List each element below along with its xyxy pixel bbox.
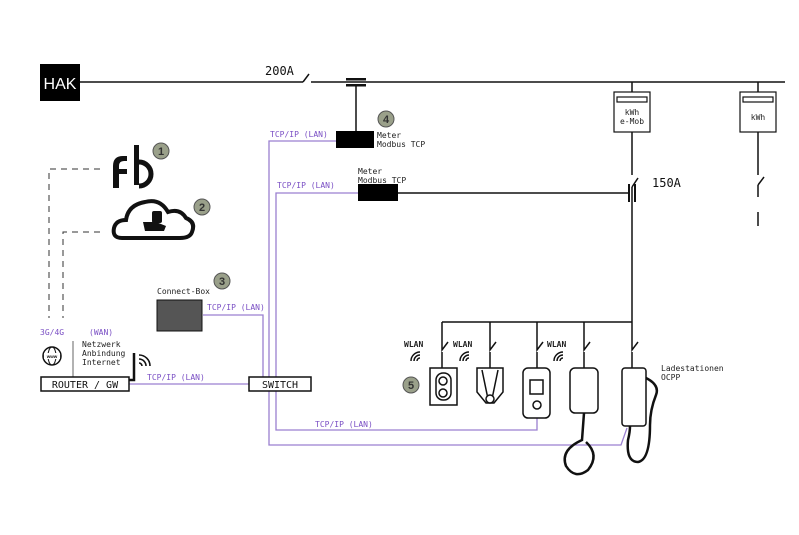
switch-box bbox=[248, 376, 312, 392]
wifi-icon bbox=[459, 351, 470, 362]
connect-box bbox=[156, 299, 203, 332]
lan-label-connect-box: TCP/IP (LAN) bbox=[207, 303, 265, 312]
lan-connect-box bbox=[203, 314, 264, 378]
meter-general-display bbox=[742, 96, 774, 103]
mobile-label: 3G/4G bbox=[40, 328, 64, 337]
ct-top-bar bbox=[346, 78, 366, 81]
badge-1-text: 1 bbox=[158, 146, 164, 158]
wallbox-icon bbox=[429, 367, 458, 406]
router-antenna bbox=[129, 353, 136, 382]
meter-top-line1: Meter bbox=[377, 131, 401, 140]
main-breaker-switch bbox=[302, 73, 310, 83]
meter-general-label: kWh bbox=[751, 113, 766, 122]
sub-breaker-label: 150A bbox=[652, 176, 682, 190]
lan-meter-top-to-station5 bbox=[268, 140, 628, 446]
sub-breaker-switch bbox=[631, 177, 639, 188]
meter-emob-display bbox=[616, 96, 648, 103]
ct-mid-bar-left bbox=[628, 184, 630, 202]
station-feeders bbox=[441, 322, 639, 368]
dashed-link-fb bbox=[48, 168, 100, 318]
meter-top-line2: Modbus TCP bbox=[377, 140, 425, 149]
badge-4 bbox=[377, 110, 395, 128]
connect-box-label: Connect-Box bbox=[157, 287, 210, 296]
ct-mid-bar-right bbox=[634, 184, 636, 202]
lan-label-stations: TCP/IP (LAN) bbox=[315, 420, 373, 429]
lan-wiring bbox=[129, 140, 628, 446]
wlan-label-1: WLAN bbox=[404, 340, 423, 349]
router-box bbox=[40, 376, 130, 392]
router-label: ROUTER / GW bbox=[52, 380, 119, 391]
hak-box bbox=[40, 64, 80, 101]
meter-emob-line1: kWh bbox=[625, 108, 640, 117]
general-switch bbox=[757, 176, 765, 186]
hak-label: HAK bbox=[44, 76, 77, 93]
wifi-icon bbox=[410, 351, 421, 362]
network-line3: Internet bbox=[82, 358, 121, 367]
charging-station-icon bbox=[522, 367, 551, 419]
meter-mid-line2: Modbus TCP bbox=[358, 176, 406, 185]
ct-bottom-bar bbox=[346, 84, 366, 87]
meter-mid-box bbox=[358, 184, 398, 201]
switch-label: SWITCH bbox=[262, 380, 298, 391]
stations-line2: OCPP bbox=[661, 373, 680, 382]
wlan-label-2: WLAN bbox=[453, 340, 472, 349]
lan-meter-mid-to-station3 bbox=[275, 192, 538, 431]
meter-top-box bbox=[336, 131, 374, 148]
svg-text:www: www bbox=[46, 354, 58, 359]
lan-label-router-switch: TCP/IP (LAN) bbox=[147, 373, 205, 382]
network-line1: Netzwerk bbox=[82, 340, 121, 349]
badge-5 bbox=[402, 376, 420, 394]
charging-station-icon bbox=[563, 367, 599, 476]
cloud-database-icon bbox=[111, 199, 196, 240]
badge-1 bbox=[152, 142, 170, 160]
main-breaker-label: 200A bbox=[265, 64, 295, 78]
wlan-label-3: WLAN bbox=[547, 340, 566, 349]
badge-3-text: 3 bbox=[219, 276, 225, 288]
charging-station-icon bbox=[621, 367, 659, 464]
badge-5-text: 5 bbox=[408, 380, 414, 392]
dashed-link-cloud bbox=[62, 231, 100, 318]
lan-label-meter-top: TCP/IP (LAN) bbox=[270, 130, 328, 139]
badge-4-text: 4 bbox=[383, 114, 390, 126]
badge-2-text: 2 bbox=[199, 202, 205, 214]
badge-3 bbox=[213, 272, 231, 290]
badge-2 bbox=[193, 198, 211, 216]
lan-label-meter-mid: TCP/IP (LAN) bbox=[277, 181, 335, 190]
wifi-icon bbox=[553, 351, 564, 362]
wifi-icon bbox=[138, 354, 151, 367]
fb-logo-icon bbox=[113, 145, 154, 189]
meter-mid-line1: Meter bbox=[358, 167, 382, 176]
charging-station-icon bbox=[476, 367, 504, 404]
wan-label: (WAN) bbox=[89, 328, 113, 337]
network-line2: Anbindung bbox=[82, 349, 126, 358]
stations-line1: Ladestationen bbox=[661, 364, 724, 373]
www-globe-icon: www bbox=[42, 346, 62, 366]
meter-emob-line2: e-Mob bbox=[620, 117, 644, 126]
